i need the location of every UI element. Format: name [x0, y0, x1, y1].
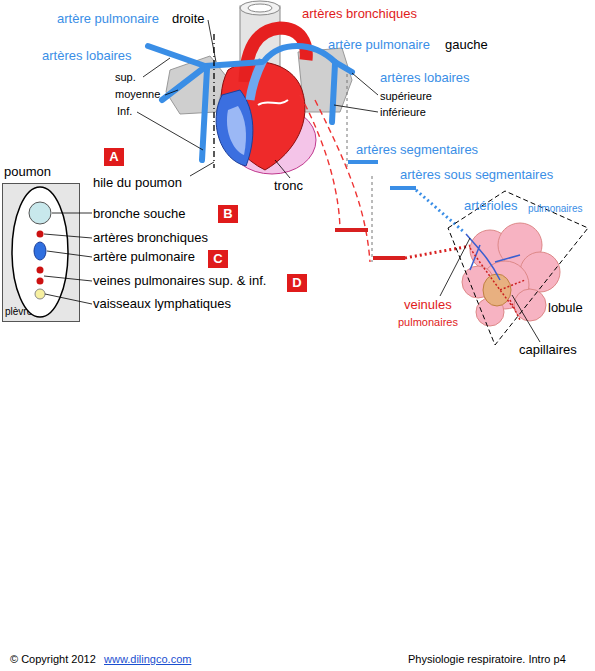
- text-label: artère pulmonaire: [328, 38, 430, 52]
- left-pulmonary-artery: [265, 46, 335, 62]
- text-label: veinules: [404, 298, 452, 312]
- leader-line: [143, 58, 170, 77]
- capillary: [470, 248, 525, 320]
- leader-line: [440, 238, 470, 296]
- lymph-symbol: [35, 289, 45, 299]
- capillary: [466, 234, 520, 280]
- pulmonary-artery-symbol: [34, 242, 46, 260]
- text-label: www.dilingco.com: [104, 653, 191, 665]
- leader-line: [165, 90, 178, 95]
- text-label: artères bronchiques: [302, 7, 417, 21]
- text-label: vaisseaux lymphatiques: [93, 297, 231, 311]
- text-label: artérioles: [464, 199, 517, 213]
- bronchial-artery: [315, 100, 370, 262]
- callout-letter: A: [104, 148, 124, 166]
- pulmonary-trunk: [250, 60, 263, 100]
- text-label: capillaires: [519, 343, 577, 357]
- lobar-artery: [162, 67, 205, 100]
- bronchial-artery: [300, 95, 340, 232]
- node-text: lobule: [548, 301, 583, 315]
- callout-letter: B: [218, 205, 238, 223]
- right-ventricle: [227, 106, 246, 155]
- lobule-drawing: [462, 223, 560, 326]
- node-text: A: [104, 148, 124, 166]
- leader-line: [334, 105, 378, 112]
- trachea-lumen: [248, 4, 272, 12]
- text-label: pulmonaires: [398, 316, 458, 328]
- lobar-artery: [332, 64, 335, 122]
- text-label: bronche souche: [93, 207, 186, 221]
- text-label: gauche: [445, 38, 488, 52]
- trachea-top: [240, 1, 280, 15]
- bronchus-symbol: [29, 202, 51, 224]
- pulmonary-vein-symbol: [37, 267, 44, 274]
- node-text: B: [218, 205, 238, 223]
- text-label: artères lobaires: [42, 49, 132, 63]
- right-heart: [216, 90, 253, 166]
- text-label: artère pulmonaire: [57, 12, 159, 26]
- text-label: artères lobaires: [380, 71, 470, 85]
- callout-letter: D: [287, 274, 307, 292]
- text-label: tronc: [274, 179, 303, 193]
- text-label: inférieure: [380, 106, 426, 118]
- node-text: poumon: [4, 165, 51, 179]
- node-text: D: [287, 274, 307, 292]
- diamond-outline: [448, 191, 588, 345]
- text-label: © Copyright 2012: [10, 653, 96, 665]
- text-label: droite: [172, 12, 205, 26]
- heart-highlight: [258, 100, 288, 105]
- leader-line: [208, 20, 216, 62]
- text-label: hile du poumon: [93, 176, 182, 190]
- bronchial-artery-symbol: [37, 231, 44, 238]
- pulmonary-vein: [373, 256, 405, 260]
- text-label: artères segmentaires: [356, 143, 478, 157]
- text-label: sup.: [115, 71, 136, 83]
- text-label: artères bronchiques: [93, 231, 208, 245]
- leader-line: [190, 162, 214, 176]
- node-text: C: [208, 250, 228, 268]
- text-label: supérieure: [380, 90, 432, 102]
- text-label: artères sous segmentaires: [400, 168, 553, 182]
- text-label: moyenne: [115, 88, 160, 100]
- guide-line: [347, 74, 348, 170]
- alveolar-sac: [483, 274, 511, 306]
- pulmonary-vein-symbol: [37, 278, 44, 285]
- text-label: pulmonaires: [528, 203, 582, 214]
- text-label: artère pulmonaire: [93, 250, 195, 264]
- leader-line: [275, 160, 290, 178]
- leader-line: [352, 73, 378, 95]
- guide-line: [372, 176, 373, 262]
- text-label: Physiologie respiratoire. Intro p4: [408, 653, 566, 665]
- lobar-artery: [148, 46, 205, 66]
- arteriole: [416, 190, 464, 232]
- subsegmental-artery: [390, 186, 416, 190]
- leader-line: [137, 112, 203, 150]
- alveolus: [514, 289, 546, 321]
- segmental-artery: [348, 160, 378, 164]
- text-label: Inf.: [117, 105, 132, 117]
- lobar-artery: [202, 69, 207, 160]
- leader-line: [52, 213, 92, 214]
- text-label: veines pulmonaires sup. & inf.: [93, 274, 266, 288]
- pulmonary-vein: [335, 228, 368, 232]
- callout-letter: C: [208, 250, 228, 268]
